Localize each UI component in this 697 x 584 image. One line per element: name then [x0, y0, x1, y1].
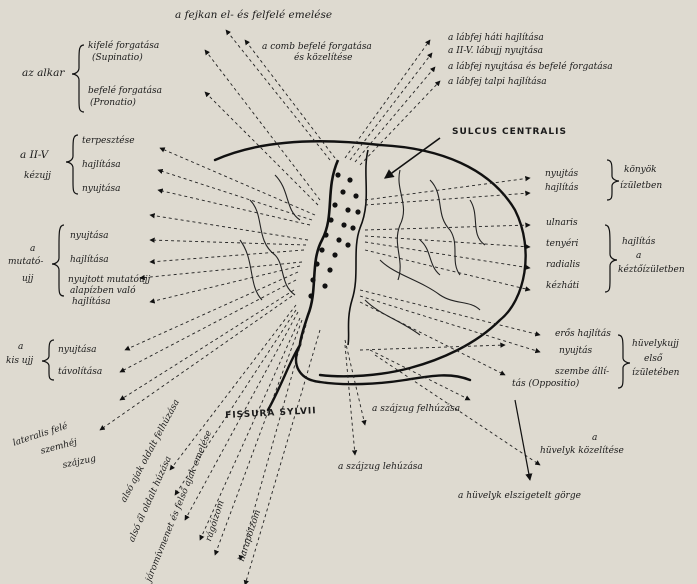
- wrist-palm-label: tenyéri: [546, 240, 578, 249]
- fingers-title-2: kézujj: [24, 172, 51, 181]
- gyri-lines: [240, 170, 485, 335]
- wrist-radial-label: radialis: [546, 261, 580, 270]
- thumb-extend-label: nyujtás: [559, 347, 592, 356]
- wrist-title-3: kéztőízületben: [618, 266, 685, 275]
- thigh-adduction-label: és közelítése: [294, 54, 352, 63]
- thumb-title-3: ízületében: [632, 369, 679, 378]
- brackets: [42, 45, 630, 388]
- thumb-adduct-label-2: hüvelyk közelítése: [540, 447, 624, 456]
- wrist-ulnar-label: ulnaris: [546, 219, 578, 228]
- index-base-label-3: hajlítása: [72, 298, 111, 307]
- fingers-title-1: a II-V: [20, 150, 48, 161]
- wrist-dorsal-label: kézháti: [546, 282, 579, 291]
- elbow-title-2: ízületben: [620, 182, 662, 191]
- little-title-2: kis ujj: [6, 357, 33, 366]
- little-spread-label: távolítása: [58, 368, 102, 377]
- foot-rotation-label: a lábfej nyujtása és befelé forgatása: [448, 63, 613, 72]
- index-base-label-1: nyujtott mutatóujj: [68, 276, 150, 285]
- wrist-title-1: hajlítás: [622, 238, 655, 247]
- index-base-label-2: alapízben való: [70, 287, 135, 296]
- index-title-3: ujj: [22, 275, 33, 284]
- fingers-spread-label: terpesztése: [82, 137, 135, 146]
- brain-outline: [215, 141, 526, 410]
- little-extend-label: nyujtása: [58, 346, 96, 355]
- thumb-strong-flex-label: erős hajlítás: [555, 330, 611, 339]
- elbow-extend-label: nyujtás: [545, 170, 578, 179]
- index-title-1: a: [30, 245, 35, 254]
- pronation-label: befelé forgatása: [88, 87, 162, 96]
- fingers-flex-label: hajlítása: [82, 161, 121, 170]
- toes-extension-label: a II-V. lábujj nyujtása: [448, 47, 543, 56]
- elbow-title-1: könyök: [624, 166, 657, 175]
- mouth-corner-down-label: a szájzug lehúzása: [338, 463, 423, 472]
- foot-back-flexion-label: a lábfej háti hajlítása: [448, 34, 544, 43]
- head-raise-label: a fejkan el- és felfelé emelése: [175, 10, 332, 21]
- index-title-2: mutató-: [8, 258, 43, 267]
- thumb-adduct-label-1: a: [592, 434, 597, 443]
- thumb-title-2: első: [644, 355, 662, 364]
- sulcus-centralis-label: SULCUS CENTRALIS: [452, 128, 567, 137]
- motor-points: [308, 172, 360, 298]
- fingers-extend-label: nyujtása: [82, 185, 120, 194]
- index-extend-label: nyujtása: [70, 232, 108, 241]
- mouth-corner-up-label: a szájzug felhúzása: [372, 405, 460, 414]
- thumb-isolated-label: a hüvelyk elszigetelt görge: [458, 492, 581, 501]
- foot-sole-flexion-label: a lábfej talpi hajlítása: [448, 78, 547, 87]
- thumb-oppose-label-2: tás (Oppositio): [512, 380, 579, 389]
- forearm-title: az alkar: [22, 68, 64, 79]
- thigh-rotation-label: a comb befelé forgatása: [262, 43, 372, 52]
- pronation-latin-label: (Pronatio): [90, 99, 136, 108]
- little-title-1: a: [18, 343, 23, 352]
- thumb-oppose-label-1: szembe állí-: [555, 368, 609, 377]
- sulcus-centralis-line: [300, 160, 338, 345]
- thumb-title-1: hüvelykujj: [632, 340, 679, 349]
- supination-latin-label: (Supinatio): [92, 54, 143, 63]
- supination-label: kifelé forgatása: [88, 42, 159, 51]
- wrist-title-2: a: [636, 252, 641, 261]
- elbow-flex-label: hajlítás: [545, 184, 578, 193]
- index-flex-label: hajlítása: [70, 256, 109, 265]
